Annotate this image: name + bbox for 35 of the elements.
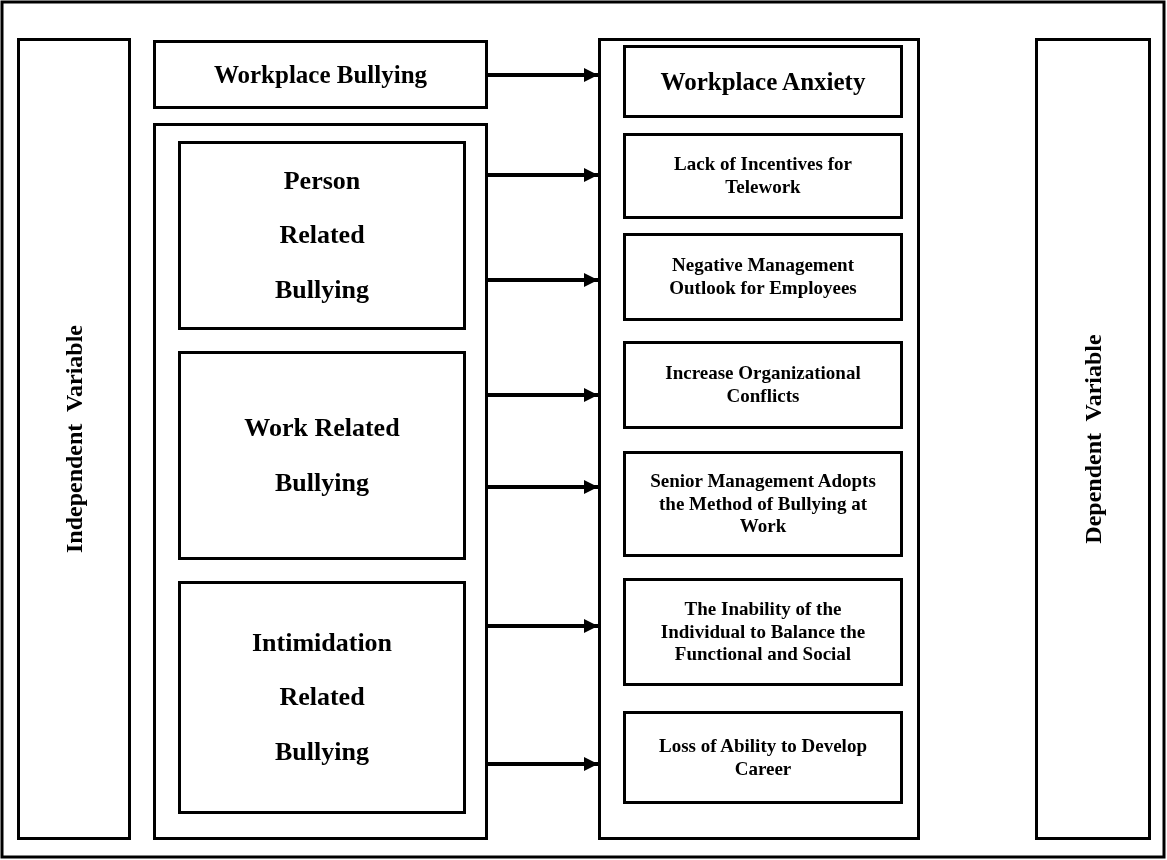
outcome-box [623,711,903,804]
box-label: Increase Organizational Conflicts [664,362,862,408]
heading-label: Workplace Bullying [212,60,429,89]
arrow [488,480,598,494]
box-label: The Inability of the Individual to Balance the Functional and Social [659,597,867,667]
arrow [488,168,598,182]
box-label: Work Related Bullying [243,411,401,499]
heading-label: Workplace Anxiety [659,67,867,96]
variable-bar [1035,38,1151,840]
outcome-box [623,451,903,557]
box-label: Person Related Bullying [274,164,370,306]
box-label: Loss of Ability to Develop Career [658,734,868,781]
heading-box [623,45,903,118]
box-label: Lack of Incentives for Telework [673,153,853,199]
arrow [488,273,598,287]
box-label: Senior Management Adopts the Method of Bullying at Work [649,469,877,539]
outcome-box [623,133,903,219]
box-label: Negative Management Outlook for Employees [668,254,858,300]
arrow [488,757,598,771]
group-box [598,38,920,840]
outcome-box [623,578,903,686]
arrow [488,68,598,82]
variable-label: Independent Variable [60,324,88,554]
outcome-box [623,233,903,321]
variable-bar [17,38,131,840]
dimension-box [178,581,466,814]
dimension-box [178,351,466,560]
box-label: Intimidation Related Bullying [250,626,394,768]
dimension-box [178,141,466,330]
heading-box [153,40,488,109]
arrow [488,619,598,633]
group-box [153,123,488,840]
variable-label: Dependent Variable [1079,334,1107,544]
arrow [488,388,598,402]
outcome-box [623,341,903,429]
